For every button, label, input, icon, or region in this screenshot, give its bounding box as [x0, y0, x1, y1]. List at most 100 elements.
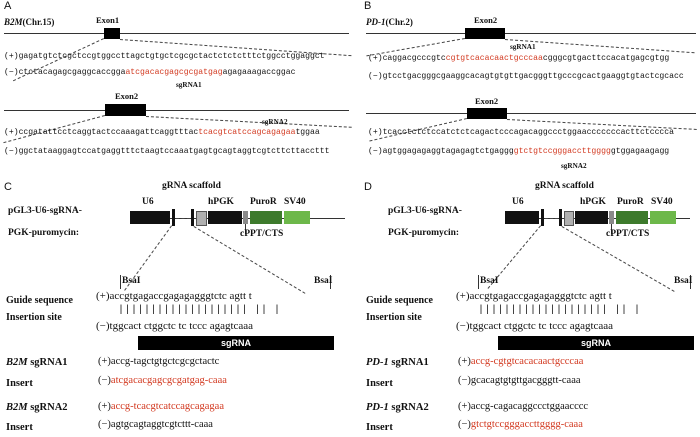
sequence-text: gagatgtctcgctccgtggccttagctgtgctcgcgctac… [18, 52, 325, 61]
b-sgrna1-label: sgRNA1 [510, 43, 536, 51]
strand-plus: (+) [368, 54, 383, 63]
guide-sequence-label: Guide sequence [366, 295, 433, 306]
c-insert1-label: Insert [6, 378, 33, 389]
a-seq1-minus: (−)ctctacagagcgaggcaccggaatcgacacgagcgcg… [4, 68, 295, 77]
sgrna-label: sgRNA1 [27, 357, 68, 368]
b-sgrna2-label: sgRNA2 [561, 162, 587, 170]
sgrna-label: sgRNA2 [27, 402, 68, 413]
gene-name: PD-1 [366, 402, 389, 413]
strand-minus: (−) [98, 419, 111, 430]
hpgk-box [575, 211, 608, 224]
strand-plus: (+) [4, 52, 19, 61]
gene-name: B2M [6, 402, 28, 413]
gene-name: PD-1 [366, 357, 389, 368]
strand-minus: (−) [4, 68, 19, 77]
a-sgrna1-label: sgRNA1 [176, 81, 202, 89]
sgrna-bar: sgRNA [138, 336, 334, 350]
cppt-box [609, 211, 614, 224]
sv40-label: SV40 [284, 197, 306, 207]
base-pair-ticks: |||||||||||||||||||| || | [478, 305, 641, 316]
b-seq1-minus: (−)gtcctgacgggcgaaggcacagtgtgttgacgggttg… [368, 72, 684, 81]
sequence-text: ccgatattcctcaggtactccaaagattcaggtttac [18, 128, 199, 137]
a-seq2-plus: (+)ccgatattcctcaggtactccaaagattcaggtttac… [4, 128, 320, 137]
sequence-text: agtgcagtaggtcgtcttt-caaa [110, 419, 213, 430]
strand-plus: (+) [4, 128, 19, 137]
b-seq2-plus: (+)tcacctctctccatctctcagactcccagacaggccc… [368, 128, 674, 137]
b-seq1-plus: (+)caggacgcccgtccgtgtcacacaactgcccaacggg… [368, 54, 669, 63]
strand-minus: (−) [4, 147, 19, 156]
a-seq1-plus: (+)gagatgtctcgctccgtggccttagctgtgctcgcgc… [4, 52, 325, 61]
sgrna2-target: tcacgtcatccagcagagaa [198, 128, 296, 137]
sgrna-label: sgRNA2 [388, 402, 429, 413]
strand-minus: (−) [458, 375, 471, 386]
sequence-text: ctctacagagcgaggcaccgga [18, 68, 126, 77]
cppt-label: cPPT/CTS [606, 229, 650, 239]
u6-label: U6 [512, 197, 524, 207]
sgrna2-target: gtctgtccgggaccttgggg [513, 147, 611, 156]
grna-scaffold-box [564, 211, 574, 226]
sv40-box [650, 211, 676, 224]
gene-title-pd1: PD-1(Chr.2) [366, 17, 413, 27]
sequence-text: gtggagaagagg [610, 147, 670, 156]
exon2-label: Exon2 [474, 15, 498, 25]
vector-name-line2: PGK-puromycin: [388, 228, 460, 238]
exon2-box [105, 104, 146, 116]
c-sgrna2-oligo-plus: (+)accg-tcacgtcatccagcagagaa [98, 401, 224, 412]
insertion-sequence: (−)tggcact ctggctc tc tccc agagtcaaa [96, 320, 253, 332]
strand-plus: (+) [98, 356, 111, 367]
panel-letter-a: A [4, 0, 12, 12]
zoom-dash-right [145, 116, 352, 128]
exon1-label: Exon1 [96, 15, 120, 25]
bsai-cut-left [120, 275, 121, 289]
sequence-text: ggctataaggagtccatgaggtttctaagtccaaatgagt… [18, 147, 330, 156]
c-sgrna2-oligo-minus: (−)agtgcagtaggtcgtcttt-caaa [98, 419, 213, 430]
strand-plus: (+) [456, 290, 470, 302]
sequence-text: accg-cgtgtcacacaactgcccaa [470, 356, 584, 367]
d-sgrna1-oligo-plus: (+)accg-cgtgtcacacaactgcccaa [458, 356, 583, 367]
bsai-right-label: BsaI [674, 276, 693, 286]
sequence-text: atcgacacgagcgcgatgag-caaa [110, 375, 227, 386]
c-sgrna1-title: B2M sgRNA1 [6, 357, 68, 368]
vector-name-line1: pGL3-U6-sgRNA- [388, 206, 462, 216]
chromosome-label: (Chr.15) [22, 17, 55, 27]
bsai-cut-right [690, 275, 691, 289]
insertion-site-label: Insertion site [366, 312, 422, 323]
sequence-text: accg-cagacaggccctggaacccc [470, 401, 589, 412]
cppt-pointer [611, 224, 612, 234]
u6-promoter-box [505, 211, 539, 224]
sequence-text: cgggcgtgacttccacatgagcgtgg [542, 54, 670, 63]
panel-letter-b: B [364, 0, 372, 12]
d-sgrna1-oligo-minus: (−)gcacagtgtgttgacgggtt-caaa [458, 375, 581, 386]
bsai-cut-right [330, 275, 331, 289]
sequence-text: accg-tagctgtgctcgcgctactc [110, 356, 220, 367]
bsai-site-marker [191, 209, 194, 226]
sequence-text: caggacgcccgtc [382, 54, 446, 63]
vector-name-line2: PGK-puromycin: [8, 228, 80, 238]
sequence-text: accgtgagaccgagagagggtctc agtt t [109, 290, 252, 302]
bsai-cut-left [478, 275, 479, 289]
sequence-text: tggcact ctggctc tc tccc agagtcaaa [469, 320, 614, 332]
d-sgrna1-title: PD-1 sgRNA1 [366, 357, 429, 368]
puror-label: PuroR [250, 197, 277, 207]
u6-promoter-box [130, 211, 170, 224]
gene-name: B2M [6, 357, 28, 368]
exon2-box-lower [467, 108, 507, 119]
c-insert2-label: Insert [6, 422, 33, 433]
hpgk-box [208, 211, 242, 224]
strand-minus: (−) [368, 72, 383, 81]
sequence-text: accg-tcacgtcatccagcagagaa [110, 401, 224, 412]
chromosome-line [366, 33, 696, 34]
strand-minus: (−) [458, 419, 471, 430]
b-seq2-minus: (−)agtggagagaggtagagagtctgaggggtctgtccgg… [368, 147, 669, 156]
chromosome-line [4, 110, 349, 111]
guide-sequence: (+)accgtgagaccgagagagggtctc agtt t [456, 290, 612, 302]
a-seq2-minus: (−)ggctataaggagtccatgaggtttctaagtccaaatg… [4, 147, 329, 156]
d-sgrna2-oligo-plus: (+)accg-cagacaggccctggaacccc [458, 401, 588, 412]
a-sgrna2-label: sgRNA2 [262, 118, 288, 126]
bsai-site-marker [559, 209, 562, 226]
puror-box [250, 211, 282, 224]
u6-label: U6 [142, 197, 154, 207]
hpgk-label: hPGK [208, 197, 234, 207]
c-sgrna1-oligo-minus: (−)atcgacacgagcgcgatgag-caaa [98, 375, 227, 386]
puror-box [616, 211, 648, 224]
